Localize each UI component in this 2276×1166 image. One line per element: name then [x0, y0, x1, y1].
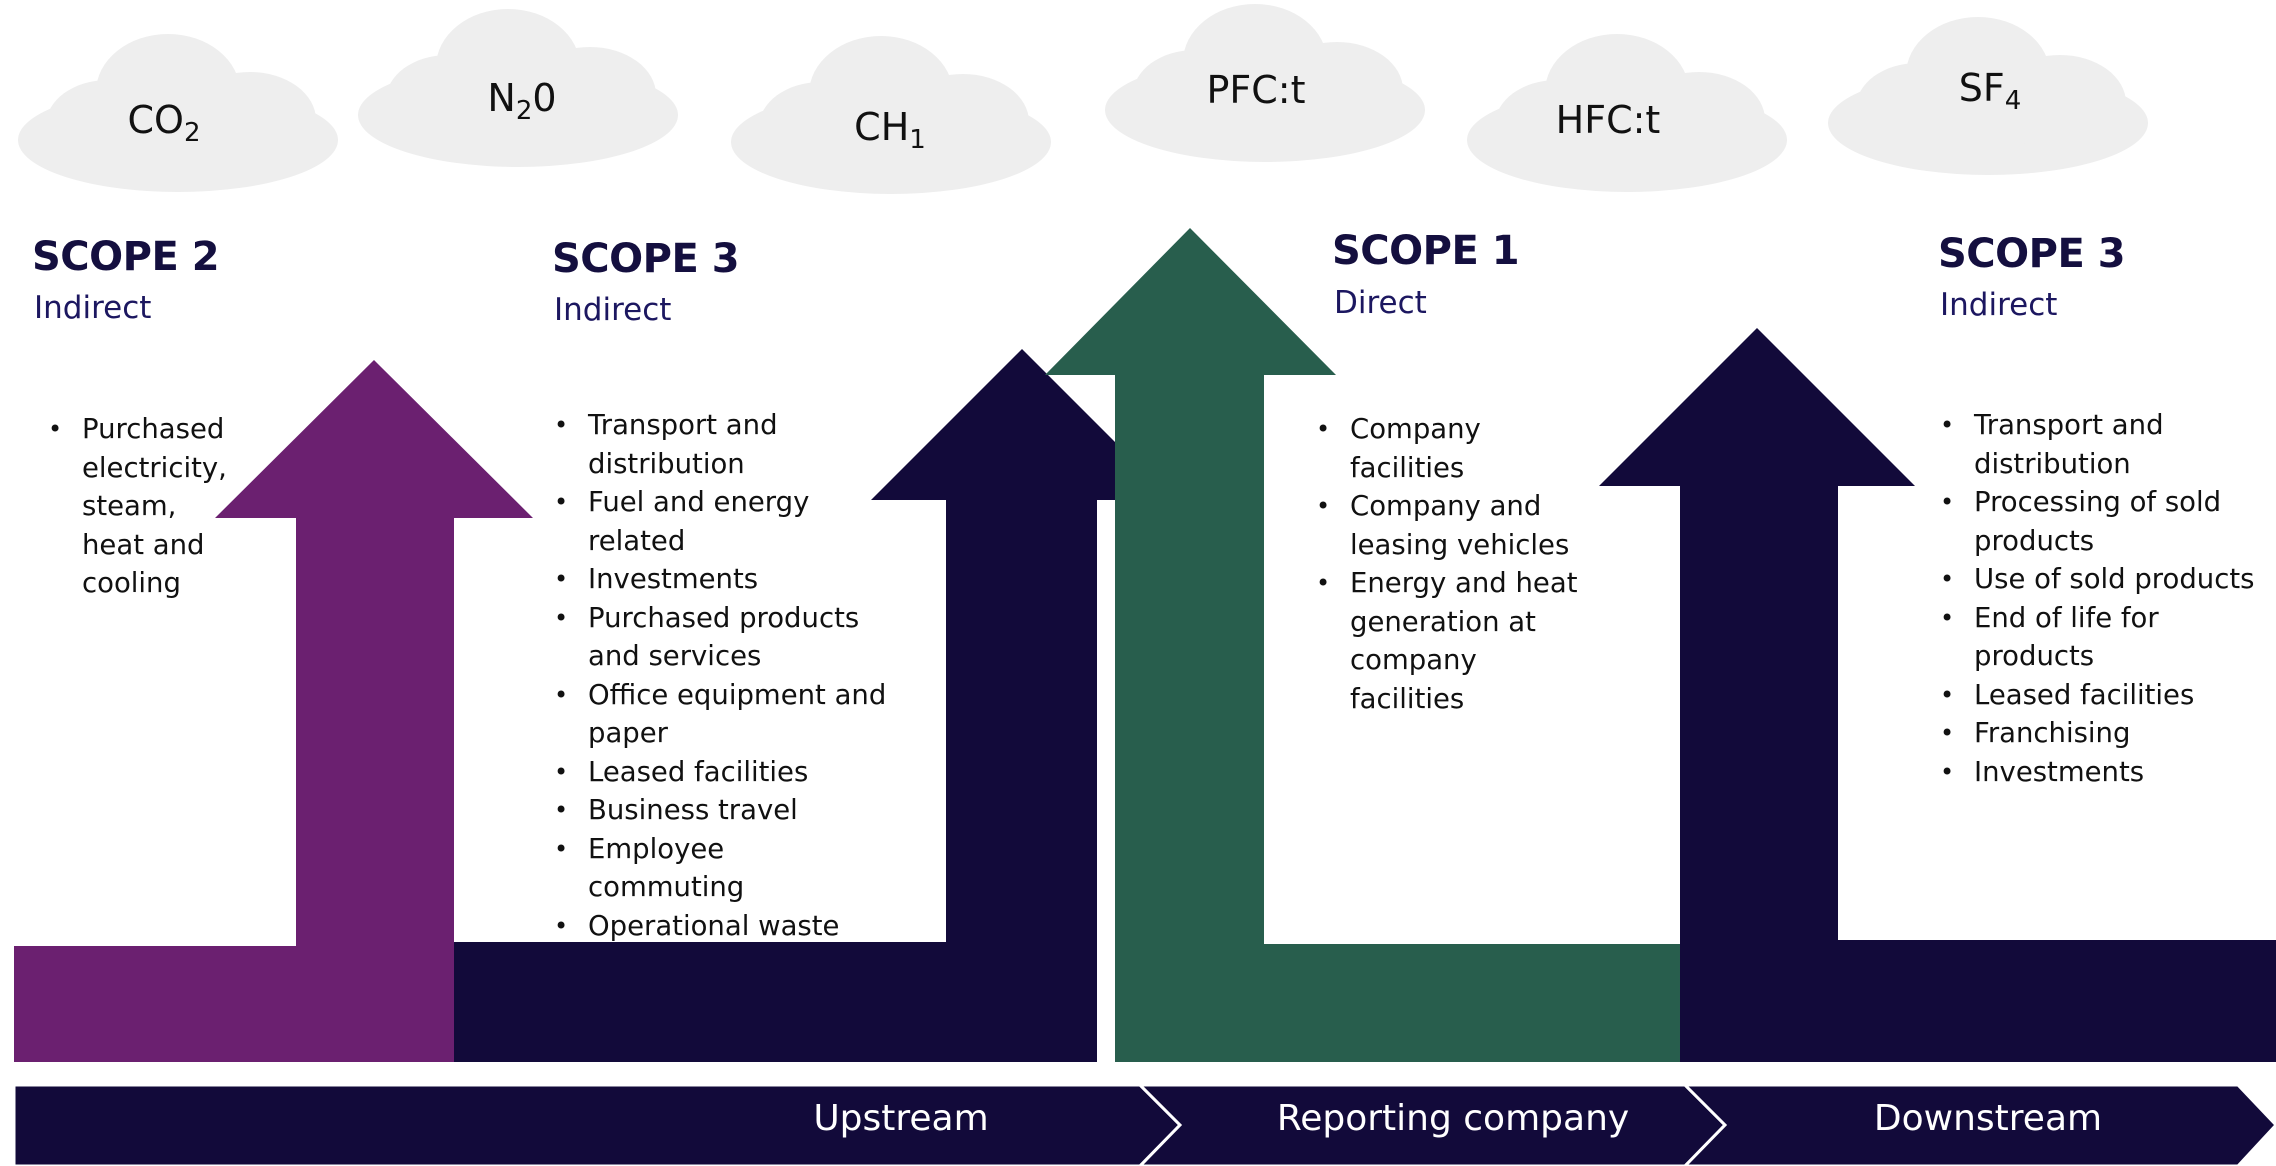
scope-list-item: Business travel: [552, 791, 888, 830]
reporting-company-label: Reporting company: [1276, 1098, 1630, 1139]
scope-list-item: Franchising: [1938, 714, 2268, 753]
scope3-downstream-arrow: [1599, 328, 2276, 1062]
value-chain-bar: [12, 1083, 2276, 1166]
scope-list-item: Fuel and energy related: [552, 483, 888, 560]
cloud-shape: [1828, 17, 2148, 175]
gas-hfc-label: HFC:t: [1555, 98, 1661, 142]
cloud-shape: [358, 9, 678, 167]
downstream-label: Downstream: [1873, 1098, 2103, 1139]
scope3-downstream-type: Indirect: [1940, 287, 2058, 323]
scope-list-item: Processing of sold products: [1938, 483, 2268, 560]
scope-list-item: Purchased electricity, steam, heat and c…: [46, 410, 236, 603]
gas-n2o-label: N20: [487, 76, 557, 126]
scope-list-item: Transport and distribution: [1938, 406, 2268, 483]
scope1-title: SCOPE 1: [1332, 228, 1520, 274]
scope1-type: Direct: [1334, 285, 1427, 321]
scope-list-item: Investments: [1938, 753, 2268, 792]
scope1-arrow: [1045, 228, 1680, 1062]
gas-ch1-label: CH1: [854, 105, 926, 155]
upstream-chevron: [12, 1083, 1183, 1166]
scope2-arrow: [14, 360, 533, 1062]
gas-clouds: [18, 4, 2148, 194]
scope3-upstream-arrow: [454, 349, 1173, 1062]
scope-list-item: Operational waste: [552, 907, 888, 946]
scope-list-item: Employee commuting: [552, 830, 888, 907]
scope-list-item: Energy and heat generation at company fa…: [1314, 564, 1584, 718]
upstream-label: Upstream: [813, 1098, 989, 1139]
scope2-item-list: Purchased electricity, steam, heat and c…: [46, 410, 236, 603]
scope-list-item: Purchased products and services: [552, 599, 888, 676]
scope3-downstream-title: SCOPE 3: [1938, 231, 2126, 277]
scope3-upstream-title: SCOPE 3: [552, 236, 740, 282]
downstream-chevron: [1681, 1083, 2276, 1166]
scope-list-item: Investments: [552, 560, 888, 599]
cloud-shape: [1467, 34, 1787, 192]
cloud-shape: [18, 34, 338, 192]
scope-list-item: Use of sold products: [1938, 560, 2268, 599]
scope3-upstream-type: Indirect: [554, 292, 672, 328]
scope-list-item: Company and leasing vehicles: [1314, 487, 1584, 564]
scope2-title: SCOPE 2: [32, 234, 220, 280]
scope-list-item: Company facilities: [1314, 410, 1584, 487]
scope-list-item: Transport and distribution: [552, 406, 888, 483]
scope-list-item: End of life for products: [1938, 599, 2268, 676]
scope-list-item: Leased facilities: [552, 753, 888, 792]
cloud-shape: [1105, 4, 1425, 162]
cloud-shape: [731, 36, 1051, 194]
gas-pfc-label: PFC:t: [1206, 68, 1306, 112]
gas-co2-label: CO2: [127, 98, 201, 148]
gas-sf4-label: SF4: [1958, 66, 2022, 116]
scope1-item-list: Company facilitiesCompany and leasing ve…: [1314, 410, 1584, 718]
scope-list-item: Leased facilities: [1938, 676, 2268, 715]
scope3-upstream-item-list: Transport and distributionFuel and energ…: [552, 406, 888, 945]
scope2-type: Indirect: [34, 290, 152, 326]
scope-list-item: Office equipment and paper: [552, 676, 888, 753]
scope3-downstream-item-list: Transport and distributionProcessing of …: [1938, 406, 2268, 791]
